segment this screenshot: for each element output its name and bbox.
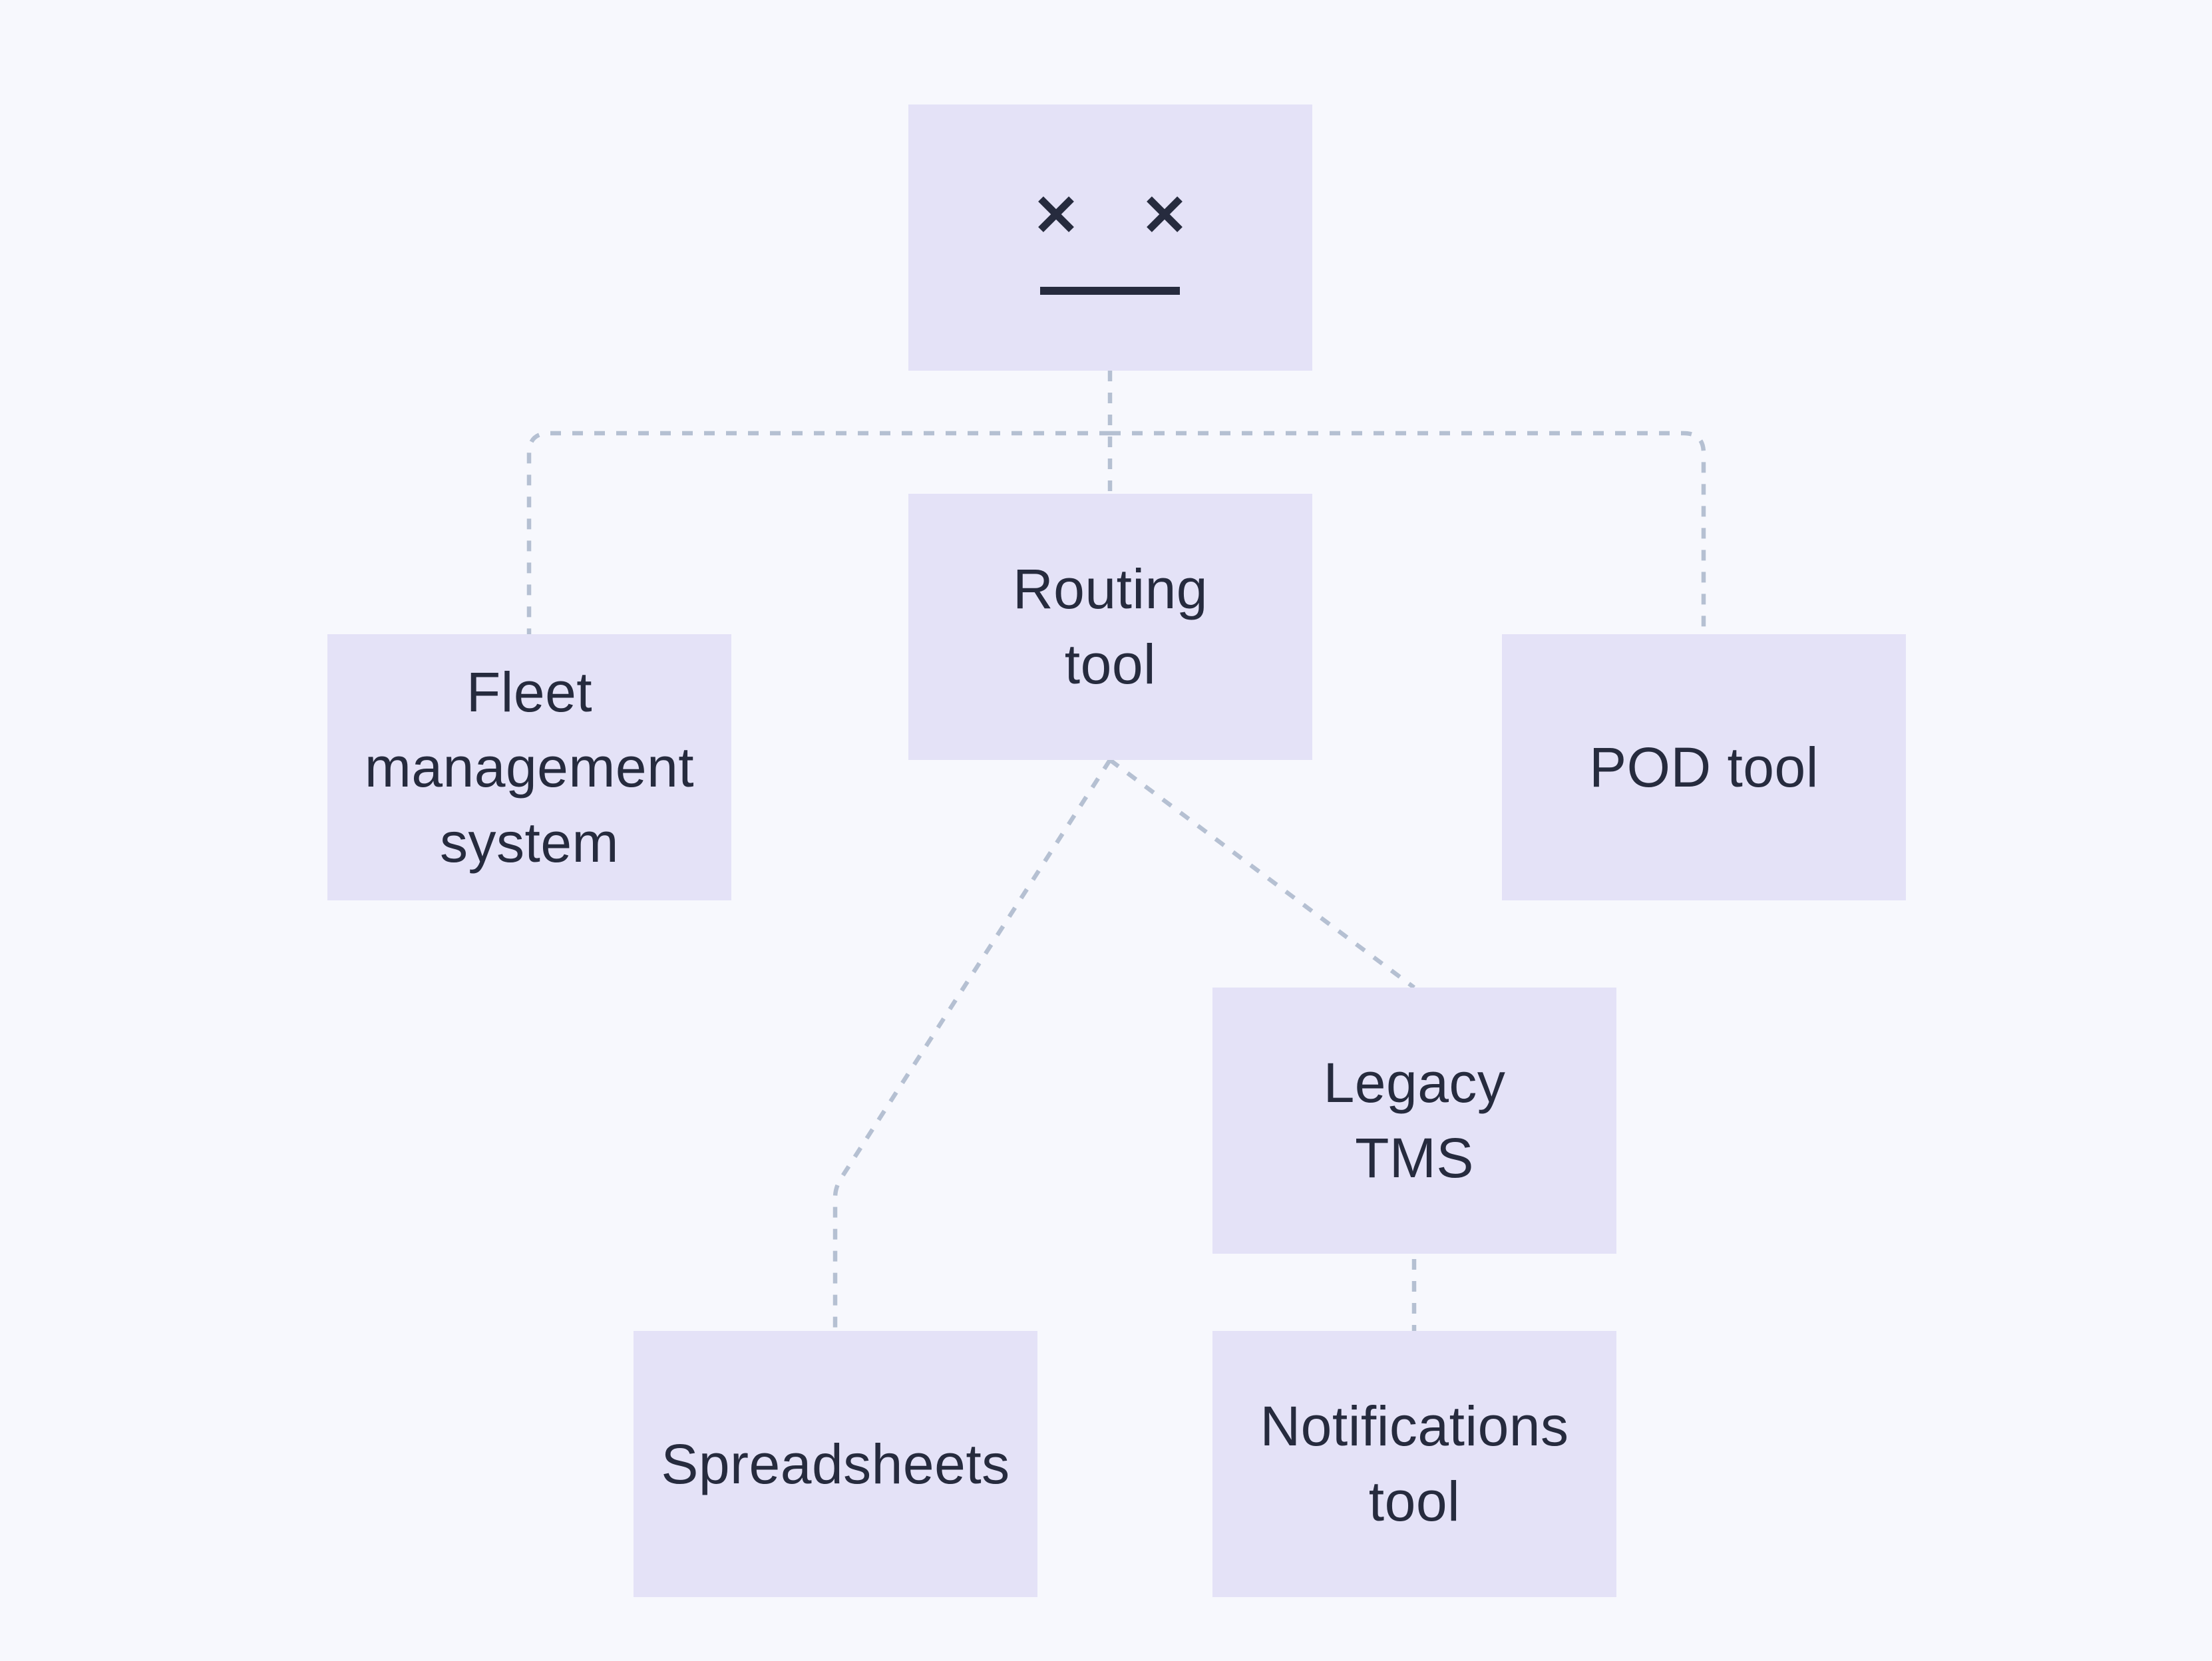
node-fleet-management-system: Fleet management system — [327, 634, 731, 900]
node-label: Routing — [1012, 558, 1208, 620]
node-label: Spreadsheets — [661, 1432, 1010, 1495]
node-pod-tool: POD tool — [1502, 634, 1906, 900]
node-label: Fleet — [466, 660, 593, 723]
dead-face-left-eye-x — [1038, 196, 1074, 232]
node-label: Legacy — [1323, 1051, 1506, 1114]
node-label: tool — [1064, 633, 1157, 695]
node-label: POD tool — [1589, 735, 1819, 799]
dead-face-right-eye-x — [1147, 196, 1183, 232]
node-label: TMS — [1355, 1127, 1474, 1189]
node-routing-tool: Routing tool — [908, 494, 1312, 760]
dead-face-icon — [1038, 196, 1183, 295]
node-label: system — [439, 811, 620, 874]
node-label: management — [364, 735, 695, 799]
node-label: Notifications — [1260, 1395, 1569, 1457]
node-label: tool — [1368, 1470, 1461, 1533]
edge-routing-tool-to-legacy-tms — [1109, 758, 1415, 990]
node-dead-system — [908, 104, 1312, 371]
edge-dead-system-to-pod-tool — [1110, 431, 1706, 634]
edge-dead-system-to-fleet-management — [526, 431, 1110, 634]
node-legacy-tms: Legacy TMS — [1212, 988, 1616, 1254]
edge-routing-tool-to-spreadsheets — [832, 759, 1112, 1331]
node-notifications-tool: Notifications tool — [1212, 1331, 1616, 1597]
node-spreadsheets: Spreadsheets — [634, 1331, 1037, 1597]
